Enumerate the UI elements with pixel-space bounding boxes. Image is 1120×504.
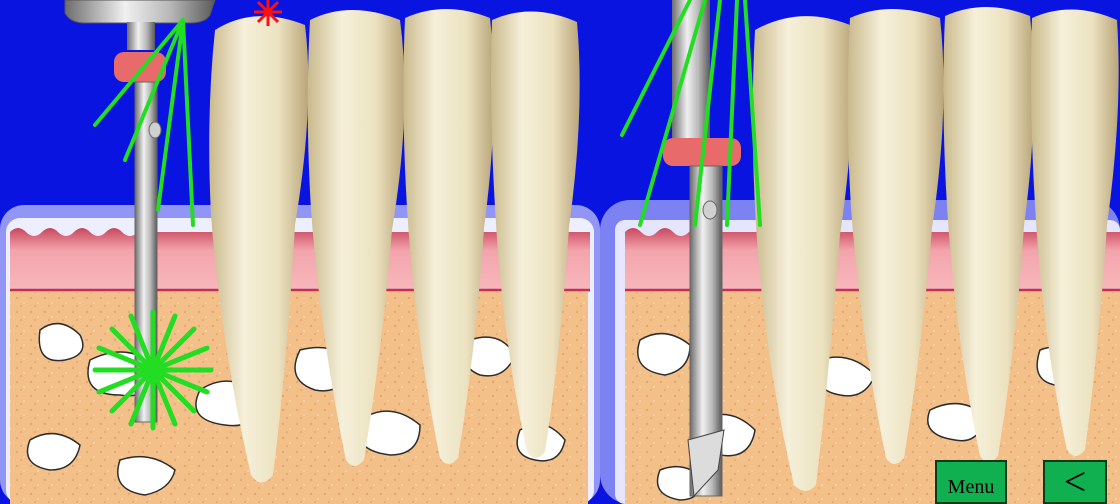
menu-button-label: Menu — [948, 476, 995, 499]
bone-left — [10, 290, 588, 504]
impact-star-icon — [254, 0, 282, 26]
chevron-left-icon: < — [1064, 462, 1087, 502]
bone-burst-icon — [95, 312, 211, 428]
right-panel — [600, 0, 1120, 504]
menu-button[interactable]: Menu — [935, 460, 1007, 504]
drill-head-left — [65, 0, 215, 23]
back-button[interactable]: < — [1043, 460, 1107, 504]
